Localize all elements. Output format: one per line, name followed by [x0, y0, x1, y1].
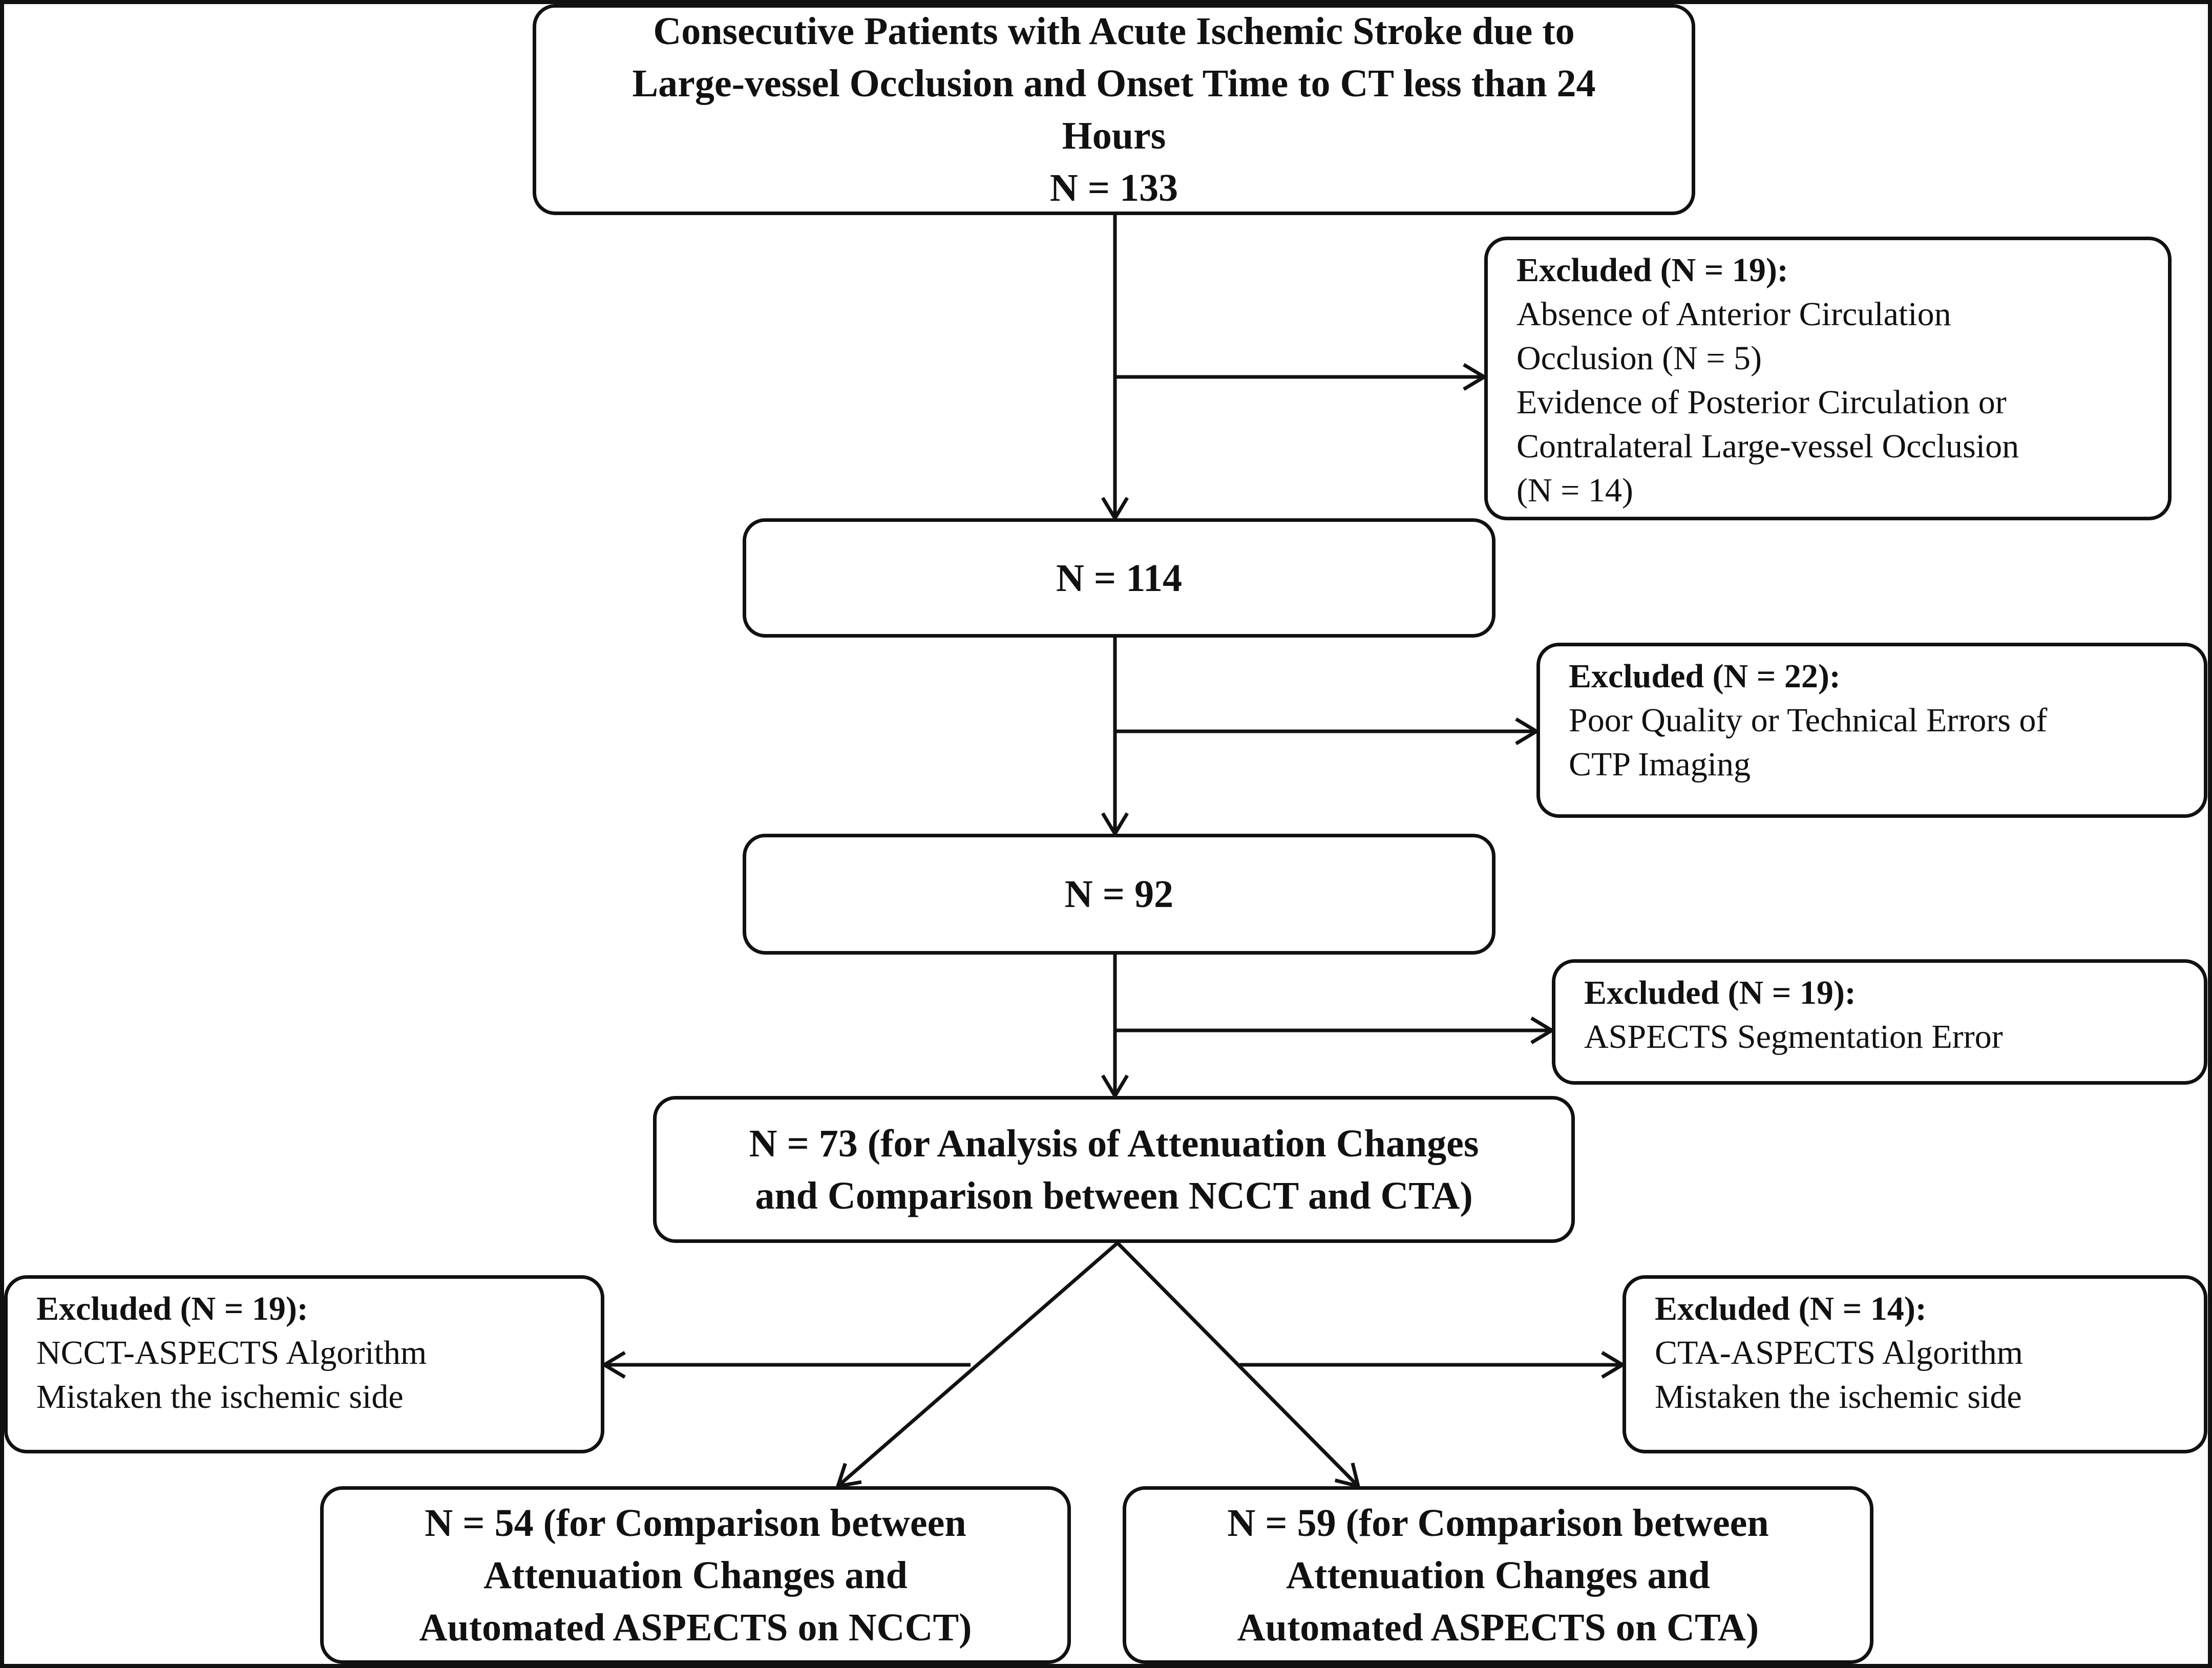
exclusion-2-line-2: CTP Imaging [1569, 746, 1751, 783]
stage-2-count: N = 114 [1056, 556, 1182, 600]
final-box-ncct: N = 54 (for Comparison between Attenuati… [320, 1486, 1071, 1664]
enrollment-line-2: Large-vessel Occlusion and Onset Time to… [632, 62, 1596, 105]
exclusion-3-line-1: ASPECTS Segmentation Error [1584, 1018, 2003, 1055]
exclusion-1-line-5: (N = 14) [1516, 472, 1633, 509]
enrollment-box: Consecutive Patients with Acute Ischemic… [533, 4, 1695, 215]
exclusion-3-heading: Excluded (N = 19): [1584, 974, 1856, 1011]
exclusion-cta-line-1: CTA-ASPECTS Algorithm [1655, 1334, 2023, 1371]
enrollment-line-3: Hours [1062, 114, 1166, 157]
exclusion-1-line-2: Occlusion (N = 5) [1516, 340, 1762, 377]
exclusion-box-2: Excluded (N = 22): Poor Quality or Techn… [1536, 643, 2207, 818]
exclusion-1-heading: Excluded (N = 19): [1516, 251, 1788, 289]
exclusion-box-1: Excluded (N = 19): Absence of Anterior C… [1484, 237, 2172, 520]
exclusion-box-ncct: Excluded (N = 19): NCCT-ASPECTS Algorith… [4, 1275, 604, 1453]
exclusion-1-line-4: Contralateral Large-vessel Occlusion [1516, 428, 2019, 465]
final-ncct-line-1: N = 54 (for Comparison between [425, 1501, 966, 1545]
stage-4-line-2: and Comparison between NCCT and CTA) [755, 1174, 1473, 1217]
enrollment-line-1: Consecutive Patients with Acute Ischemic… [653, 10, 1575, 53]
exclusion-ncct-heading: Excluded (N = 19): [36, 1290, 308, 1327]
final-cta-line-2: Attenuation Changes and [1286, 1553, 1710, 1597]
stage-box-114: N = 114 [743, 518, 1495, 638]
exclusion-cta-heading: Excluded (N = 14): [1655, 1290, 1927, 1327]
exclusion-ncct-line-1: NCCT-ASPECTS Algorithm [36, 1334, 427, 1371]
stage-box-73: N = 73 (for Analysis of Attenuation Chan… [653, 1096, 1575, 1243]
exclusion-2-line-1: Poor Quality or Technical Errors of [1569, 702, 2048, 739]
exclusion-cta-line-2: Mistaken the ischemic side [1655, 1378, 2022, 1416]
exclusion-1-line-3: Evidence of Posterior Circulation or [1516, 384, 2007, 421]
final-cta-line-1: N = 59 (for Comparison between [1227, 1501, 1769, 1545]
exclusion-box-3: Excluded (N = 19): ASPECTS Segmentation … [1552, 959, 2207, 1085]
final-ncct-line-3: Automated ASPECTS on NCCT) [419, 1606, 972, 1649]
stage-box-92: N = 92 [743, 834, 1495, 955]
final-box-cta: N = 59 (for Comparison between Attenuati… [1123, 1486, 1873, 1664]
final-ncct-line-2: Attenuation Changes and [483, 1553, 908, 1597]
exclusion-2-heading: Excluded (N = 22): [1569, 658, 1841, 695]
stage-3-count: N = 92 [1064, 873, 1174, 916]
arrow-73-to-final-ncct [835, 1241, 1119, 1489]
final-cta-line-3: Automated ASPECTS on CTA) [1237, 1606, 1759, 1649]
exclusion-ncct-line-2: Mistaken the ischemic side [36, 1378, 404, 1416]
exclusion-box-cta: Excluded (N = 14): CTA-ASPECTS Algorithm… [1623, 1275, 2207, 1453]
arrow-73-to-final-cta [1116, 1241, 1361, 1489]
stage-4-line-1: N = 73 (for Analysis of Attenuation Chan… [749, 1122, 1479, 1165]
enrollment-count: N = 133 [1049, 166, 1178, 209]
exclusion-1-line-1: Absence of Anterior Circulation [1516, 295, 1951, 333]
